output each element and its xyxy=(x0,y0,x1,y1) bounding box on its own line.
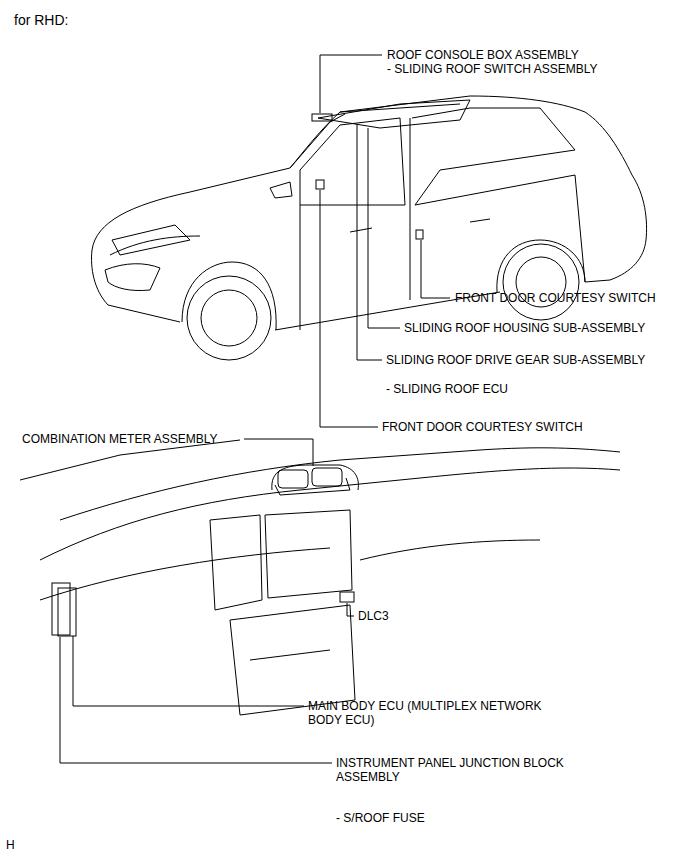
part-name: ROOF CONSOLE BOX ASSEMBLY xyxy=(387,48,579,62)
part-name: MAIN BODY ECU (MULTIPLEX NETWORK BODY EC… xyxy=(308,699,548,727)
part-name: DLC3 xyxy=(358,609,389,623)
dashboard-illustration xyxy=(20,440,620,715)
part-name: SLIDING ROOF DRIVE GEAR SUB-ASSEMBLY xyxy=(386,353,645,367)
part-name: - S/ROOF FUSE xyxy=(336,811,425,825)
part-name: SLIDING ROOF HOUSING SUB-ASSEMBLY xyxy=(404,321,645,335)
part-name: - SLIDING ROOF ECU xyxy=(386,382,508,396)
part-name: FRONT DOOR COURTESY SWITCH xyxy=(382,420,583,434)
car-body xyxy=(92,96,647,360)
part-name: FRONT DOOR COURTESY SWITCH xyxy=(455,291,656,305)
part-name: COMBINATION METER ASSEMBLY xyxy=(22,432,218,446)
diagram-title: for RHD: xyxy=(14,12,68,28)
leader-lines xyxy=(60,55,450,763)
part-name: - SLIDING ROOF SWITCH ASSEMBLY xyxy=(387,62,597,76)
figure-code: H xyxy=(6,838,15,852)
part-name: INSTRUMENT PANEL JUNCTION BLOCK ASSEMBLY xyxy=(336,756,586,784)
